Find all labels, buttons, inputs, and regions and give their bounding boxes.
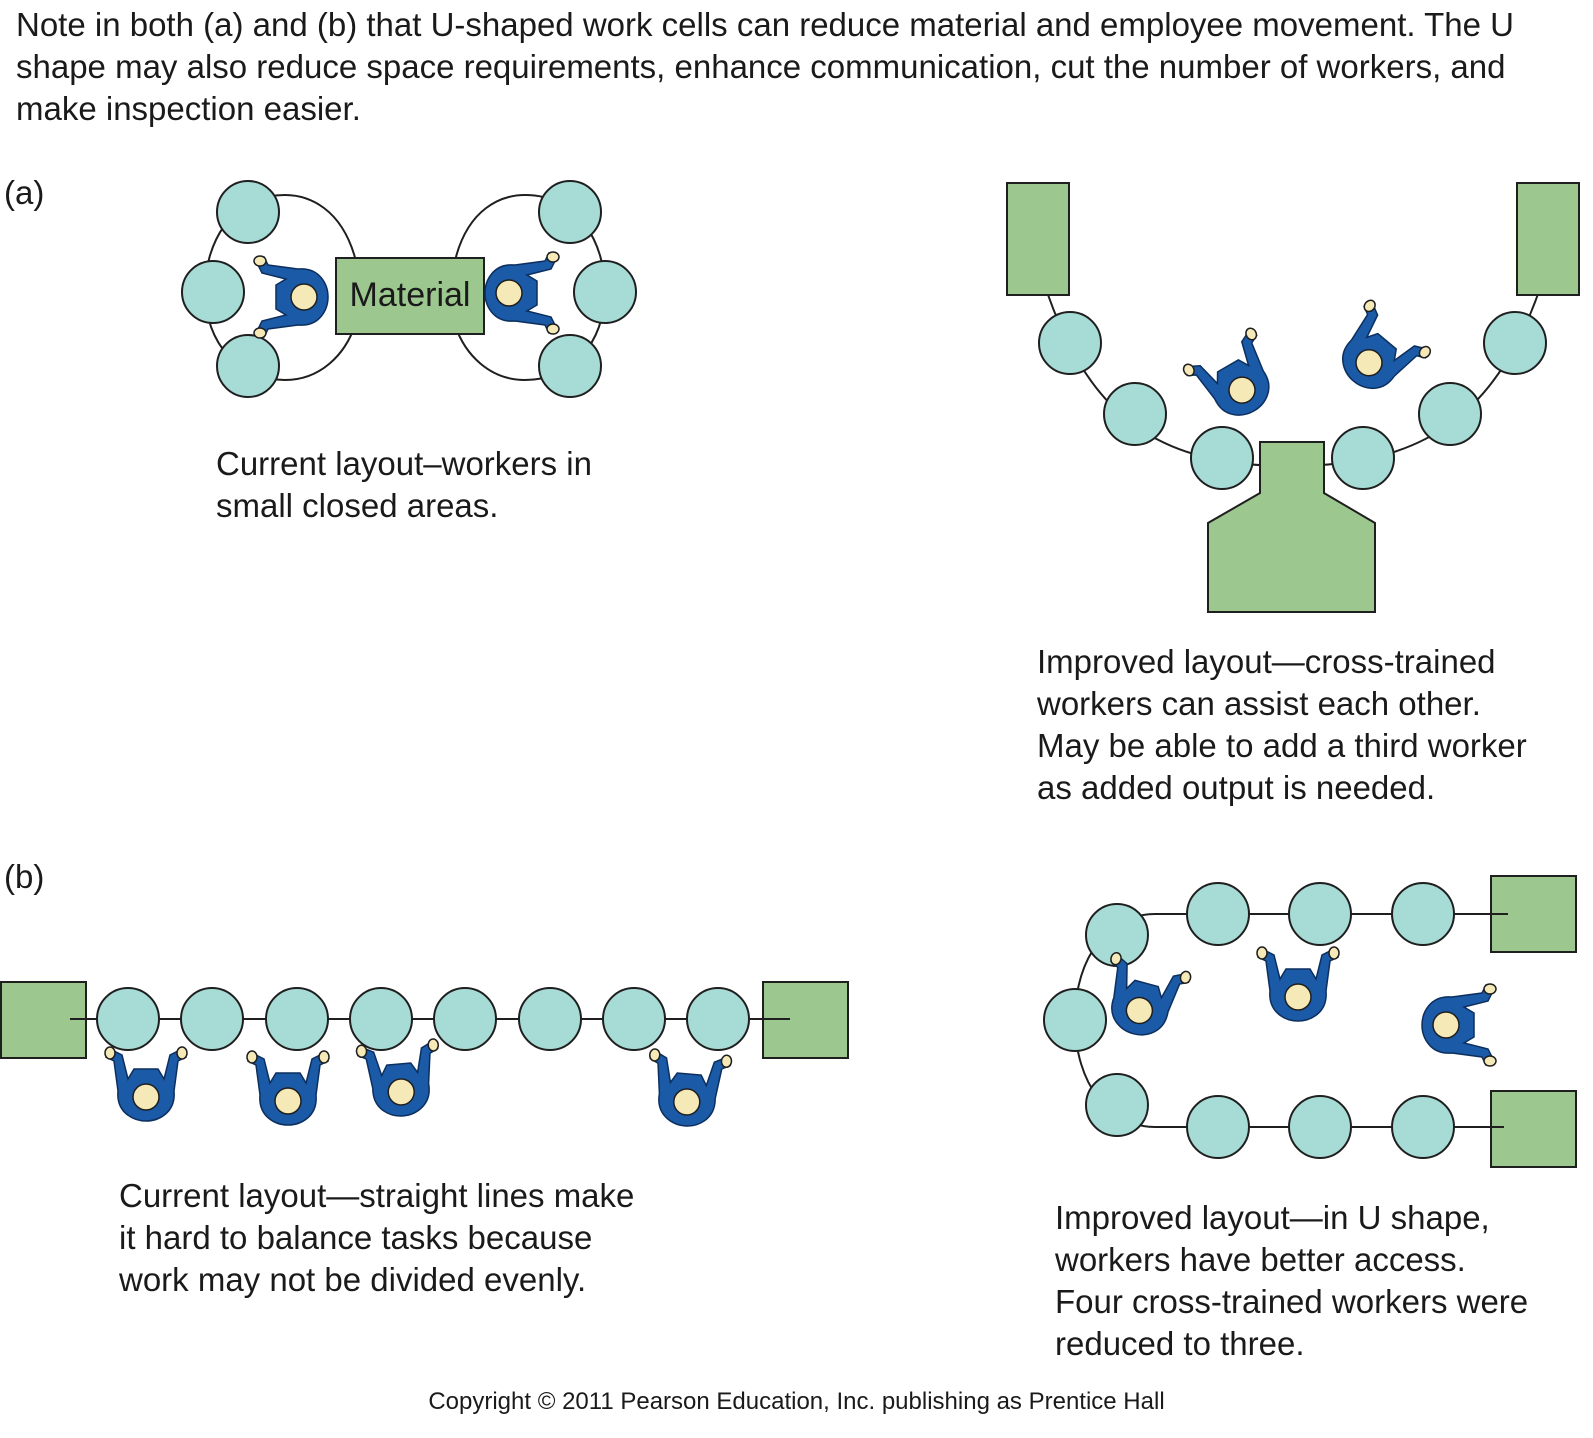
worker [1256,946,1340,1022]
station [1331,426,1395,490]
station [686,987,750,1051]
station [1418,382,1482,446]
caption-line: Current layout—straight lines make [119,1177,635,1214]
intro-text: Note in both (a) and (b) that U-shaped w… [16,6,1514,127]
station [216,180,280,244]
caption-line: as added output is needed. [1037,769,1436,806]
caption-line: Improved layout—in U shape, [1055,1199,1490,1236]
caption-line: reduced to three. [1055,1325,1305,1362]
station [1085,1073,1149,1137]
station [180,987,244,1051]
station [1186,882,1250,946]
panel-a-improved-layout [1006,182,1580,613]
station [518,987,582,1051]
worker [1421,983,1497,1067]
caption-a-improved: Improved layout—cross-trained workers ca… [1037,641,1527,809]
station [265,987,329,1051]
station [573,260,637,324]
worker [355,1037,445,1121]
station [1483,311,1547,375]
worker [484,251,560,335]
station [433,987,497,1051]
caption-line: Current layout–workers in [216,445,592,482]
worker [1180,325,1291,433]
caption-line: May be able to add a third worker [1037,727,1527,764]
station [1288,1095,1352,1159]
caption-b-improved: Improved layout—in U shape, workers have… [1055,1197,1528,1365]
station [1391,882,1455,946]
material-box [1490,1090,1577,1168]
material-box [1006,182,1070,296]
station [216,334,280,398]
station [1186,1095,1250,1159]
material-station-shape [1207,441,1376,613]
station [96,987,160,1051]
material-box [335,257,485,335]
worker [643,1047,733,1131]
panel-b-tag: (b) [4,858,45,895]
caption-line: workers have better access. [1055,1241,1466,1278]
caption-a-current: Current layout–workers in small closed a… [216,443,592,527]
caption-line: work may not be divided evenly. [119,1261,587,1298]
station [1103,382,1167,446]
worker [1321,297,1434,409]
station [538,180,602,244]
station [1190,426,1254,490]
panel-b-improved-layout [1043,875,1577,1168]
caption-line: Improved layout—cross-trained [1037,643,1496,680]
station [1391,1095,1455,1159]
station [181,260,245,324]
station [1038,311,1102,375]
panel-a-current-layout: Material [181,180,637,398]
station [602,987,666,1051]
worker [253,255,329,339]
station [538,334,602,398]
station [349,987,413,1051]
panel-a-tag: (a) [4,174,45,211]
caption-line: it hard to balance tasks because [119,1219,593,1256]
caption-line: Four cross-trained workers were [1055,1283,1529,1320]
panel-b-current-layout [0,981,849,1131]
caption-line: small closed areas. [216,487,499,524]
worker [246,1050,330,1126]
station [1288,882,1352,946]
caption-b-current: Current layout—straight lines make it ha… [119,1175,634,1301]
station [1043,988,1107,1052]
worker [104,1046,188,1122]
copyright-notice: Copyright © 2011 Pearson Education, Inc.… [428,1388,1165,1415]
material-label: Material [350,276,471,314]
caption-line: workers can assist each other. [1037,685,1481,722]
material-box [1516,182,1580,296]
